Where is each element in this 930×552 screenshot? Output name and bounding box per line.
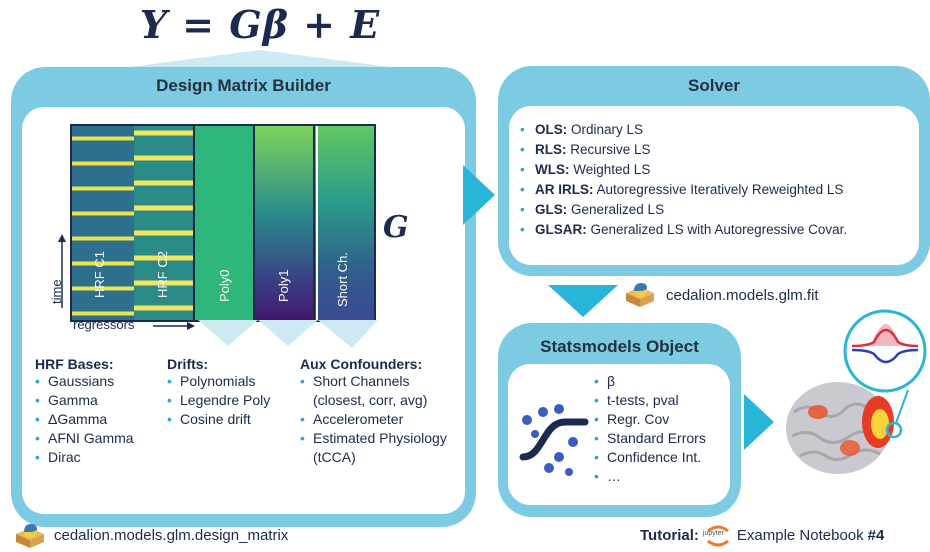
- regression-scatter-icon: [519, 404, 589, 476]
- column-label-short-ch: Short Ch.: [335, 252, 350, 307]
- python-package-icon: [16, 524, 44, 548]
- hrf-bases-group: HRF Bases: Gaussians Gamma ΔGamma AFNI G…: [35, 356, 175, 467]
- tutorial-number: #4: [867, 526, 885, 544]
- solver-item-wls: WLS: Weighted LS: [520, 160, 920, 180]
- aux-confounders-title: Aux Confounders:: [300, 356, 423, 372]
- drifts-title: Drifts:: [167, 356, 209, 372]
- column-label-poly1: Poly1: [276, 269, 291, 302]
- group-pointers: [198, 320, 378, 348]
- matrix-symbol: G: [383, 210, 409, 245]
- tutorial-label: Tutorial:: [640, 526, 699, 544]
- solver-item-gls: GLS: Generalized LS: [520, 200, 920, 220]
- matrix-column-poly0: [194, 126, 254, 320]
- arrow-down-icon: [548, 285, 618, 317]
- matrix-column-short-ch: [314, 126, 374, 320]
- jupyter-wordmark: jupyter: [702, 530, 724, 537]
- list-item: Gamma: [35, 391, 175, 410]
- design-matrix-module: cedalion.models.glm.design_matrix: [54, 527, 289, 544]
- statsmodels-list: β t-tests, pval Regr. Cov Standard Error…: [594, 372, 734, 486]
- matrix-column-hrf-c1: [72, 126, 134, 320]
- list-item: Accelerometer: [300, 410, 460, 429]
- arrow-right-icon: [744, 394, 774, 450]
- regressors-arrow-icon: [153, 322, 195, 330]
- list-item: Polynomials: [167, 372, 297, 391]
- list-item: Regr. Cov: [594, 410, 734, 429]
- column-label-hrf-c2: HRF C2: [155, 251, 170, 298]
- tutorial-text: Example Notebook: [736, 526, 864, 544]
- solver-item-ar-irls: AR IRLS: Autoregressive Iteratively Rewe…: [520, 180, 920, 200]
- hrf-response-plot: [843, 309, 927, 393]
- hrf-bases-title: HRF Bases:: [35, 356, 114, 372]
- list-item: Standard Errors: [594, 429, 734, 448]
- list-item: β: [594, 372, 734, 391]
- list-item: t-tests, pval: [594, 391, 734, 410]
- matrix-column-hrf-c2: [134, 126, 194, 320]
- drifts-group: Drifts: Polynomials Legendre Poly Cosine…: [167, 356, 297, 429]
- list-item: Dirac: [35, 448, 175, 467]
- statsmodels-header: Statsmodels Object: [540, 337, 699, 356]
- design-matrix-header: Design Matrix Builder: [156, 76, 331, 95]
- list-item: Short Channels (closest, corr, avg): [300, 372, 460, 410]
- glm-equation: Y = Gβ + E: [139, 2, 381, 47]
- list-item: …: [594, 467, 734, 486]
- column-label-hrf-c1: HRF C1: [92, 251, 107, 298]
- solver-list: OLS: Ordinary LS RLS: Recursive LS WLS: …: [520, 120, 920, 240]
- matrix-column-poly1: [254, 126, 314, 320]
- python-package-icon: [626, 283, 654, 307]
- list-item: Legendre Poly: [167, 391, 297, 410]
- fit-module: cedalion.models.glm.fit: [666, 287, 819, 304]
- list-item: ΔGamma: [35, 410, 175, 429]
- column-label-poly0: Poly0: [217, 269, 232, 302]
- jupyter-icon: jupyter: [702, 522, 731, 548]
- solver-item-rls: RLS: Recursive LS: [520, 140, 920, 160]
- brain-activation-icon: [786, 382, 909, 474]
- design-matrix-heatmap: HRF C1 HRF C2 Poly0 Poly1 Short Ch.: [70, 124, 376, 322]
- solver-header: Solver: [688, 76, 740, 95]
- solver-item-ols: OLS: Ordinary LS: [520, 120, 920, 140]
- list-item: Gaussians: [35, 372, 175, 391]
- list-item: Confidence Int.: [594, 448, 734, 467]
- aux-confounders-group: Aux Confounders: Short Channels (closest…: [300, 356, 460, 467]
- list-item: Estimated Physiology (tCCA): [300, 429, 460, 467]
- arrow-right-icon: [463, 165, 495, 225]
- axis-label-time: time: [49, 279, 64, 304]
- axis-label-regressors: regressors: [73, 317, 135, 332]
- solver-item-glsar: GLSAR: Generalized LS with Autoregressiv…: [520, 220, 920, 240]
- tutorial-link[interactable]: Tutorial: jupyter Example Notebook #4: [640, 522, 884, 548]
- time-arrow-icon: [58, 234, 66, 308]
- list-item: AFNI Gamma: [35, 429, 175, 448]
- list-item: Cosine drift: [167, 410, 297, 429]
